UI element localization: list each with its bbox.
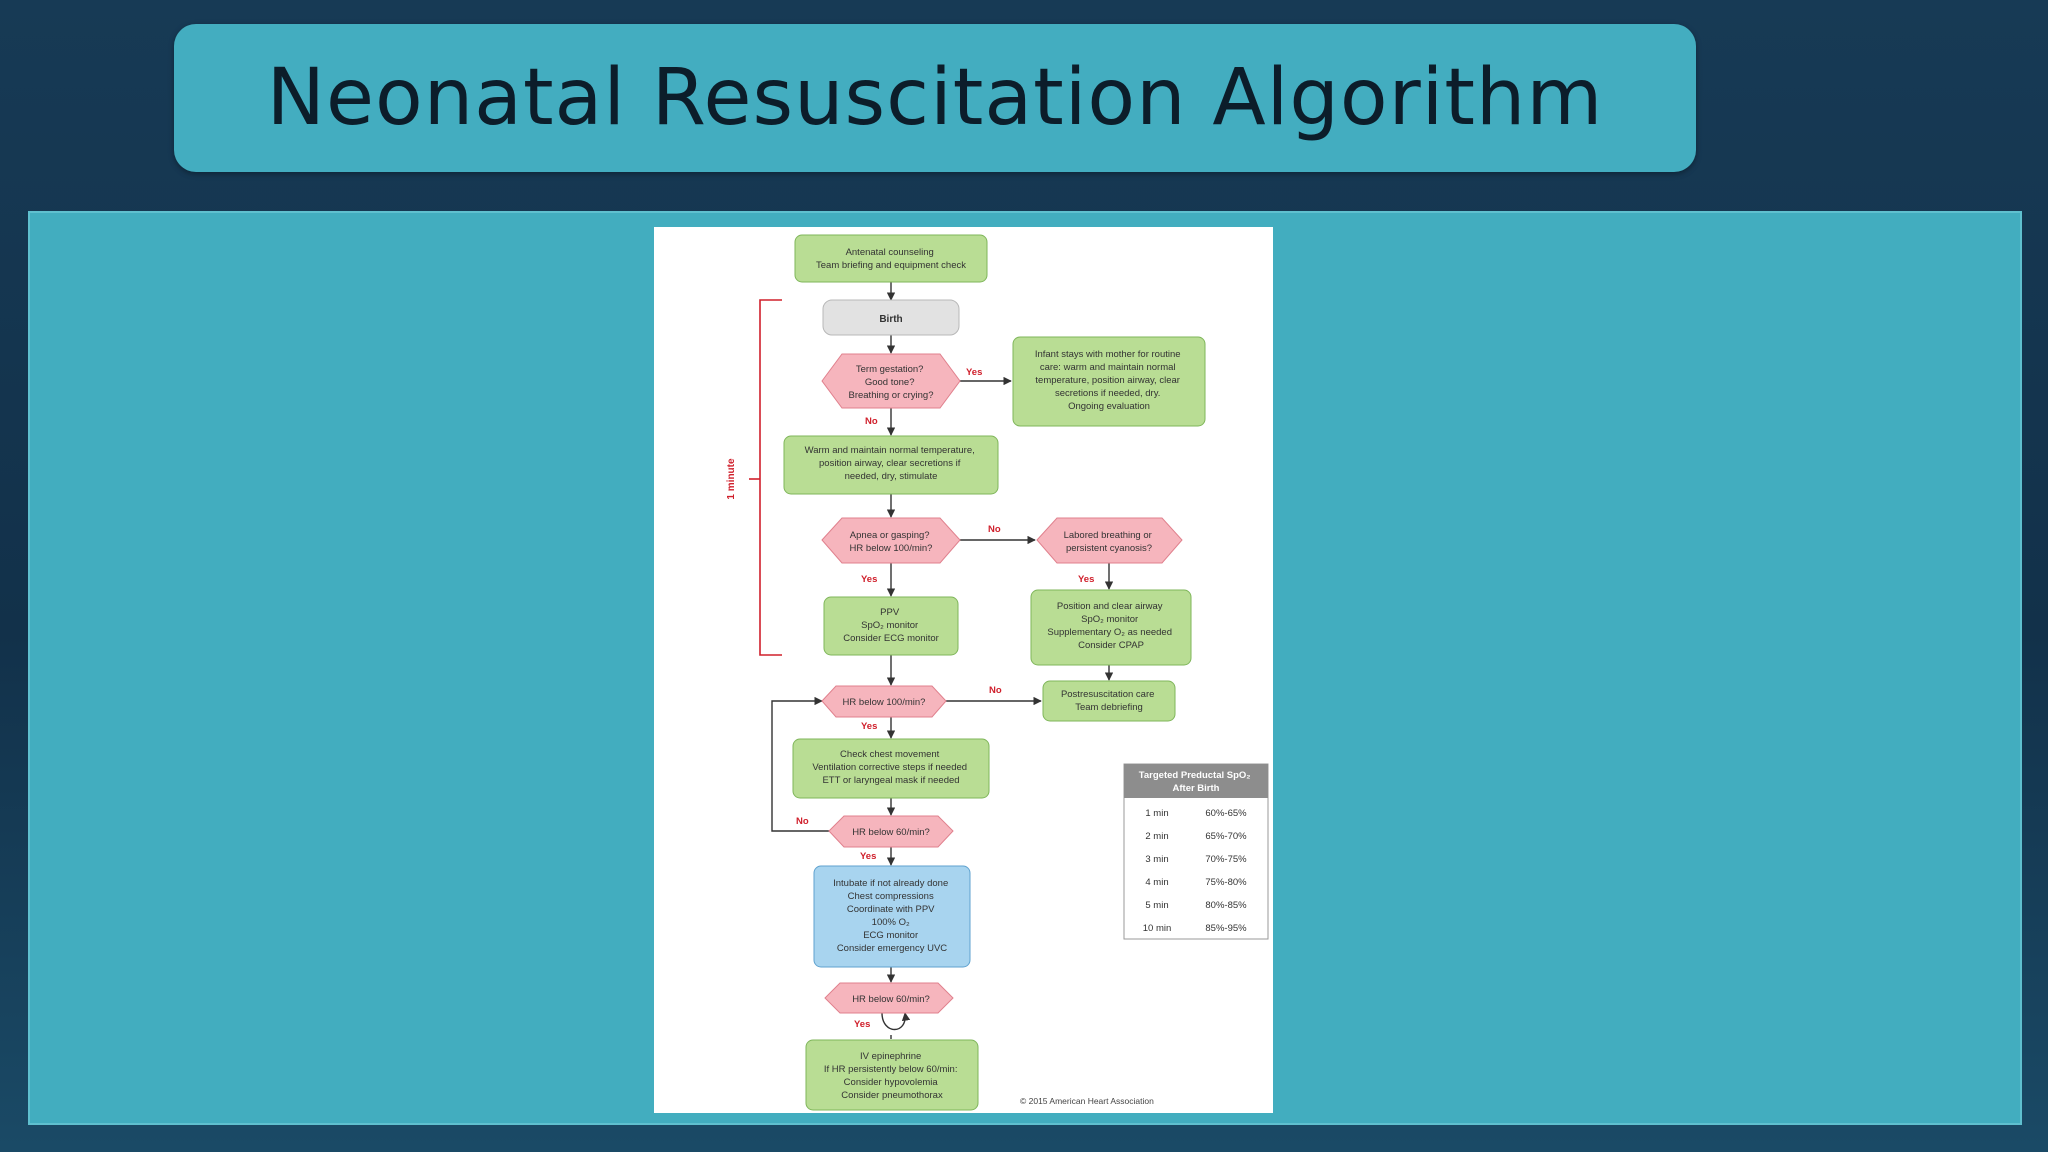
table-row: 3 min 70%-75% <box>1145 854 1247 865</box>
node-text-routine-care: Infant stays with mother for routine car… <box>1035 349 1183 412</box>
one-minute-label: 1 minute <box>726 458 737 500</box>
table-cell: 70%-75% <box>1205 854 1247 865</box>
table-cell: 80%-85% <box>1205 900 1247 911</box>
loop-back-connector <box>771 696 829 832</box>
node-warm: Warm and maintain normal temperature, po… <box>783 435 999 495</box>
decision-labored: Labored breathing or persistent cyanosis… <box>1036 517 1183 564</box>
flowchart: 1 minute Antenatal counseling Team brief… <box>726 234 1269 1111</box>
table-cell: 3 min <box>1145 854 1168 865</box>
yes-label: Yes <box>966 367 982 378</box>
decision-hr60b: HR below 60/min? <box>824 982 954 1014</box>
yes-label: Yes <box>861 721 877 732</box>
node-text-postresus: Postresuscitation care Team debriefing <box>1061 689 1157 713</box>
node-text-term-gestation: Term gestation? Good tone? Breathing or … <box>848 364 933 401</box>
node-text-intubate: Intubate if not already done Chest compr… <box>833 878 951 954</box>
yes-label: Yes <box>860 851 876 862</box>
no-label: No <box>988 524 1001 535</box>
yes-label: Yes <box>861 574 877 585</box>
node-ppv: PPV SpO₂ monitor Consider ECG monitor <box>823 596 959 656</box>
decision-hr100: HR below 100/min? <box>821 685 947 718</box>
node-text-labored: Labored breathing or persistent cyanosis… <box>1064 530 1155 554</box>
table-cell: 65%-70% <box>1205 831 1247 842</box>
node-routine-care: Infant stays with mother for routine car… <box>1012 336 1206 427</box>
node-position: Position and clear airway SpO₂ monitor S… <box>1030 589 1192 666</box>
node-birth: Birth <box>822 299 960 336</box>
node-check-chest: Check chest movement Ventilation correct… <box>792 738 990 799</box>
node-epinephrine: IV epinephrine If HR persistently below … <box>805 1039 979 1111</box>
branch-labels: Yes No No Yes Yes No Yes No Yes Yes <box>796 367 1094 1030</box>
slide-title: Neonatal Resuscitation Algorithm <box>266 53 1604 143</box>
table-cell: 85%-95% <box>1205 923 1247 934</box>
table-row: 5 min 80%-85% <box>1145 900 1247 911</box>
table-cell: 60%-65% <box>1205 808 1247 819</box>
table-cell: 5 min <box>1145 900 1168 911</box>
node-text-birth: Birth <box>879 314 902 325</box>
table-cell: 10 min <box>1143 923 1172 934</box>
node-antenatal: Antenatal counseling Team briefing and e… <box>794 234 988 283</box>
node-text-warm: Warm and maintain normal temperature, po… <box>805 445 978 482</box>
decision-apnea: Apnea or gasping? HR below 100/min? <box>821 517 961 564</box>
table-cell: 2 min <box>1145 831 1168 842</box>
decision-term-gestation: Term gestation? Good tone? Breathing or … <box>821 353 961 409</box>
node-text-hr60a: HR below 60/min? <box>852 827 930 838</box>
spo2-target-table: Targeted Preductal SpO₂ After Birth 1 mi… <box>1123 763 1269 940</box>
table-header: Targeted Preductal SpO₂ After Birth <box>1139 770 1253 794</box>
node-text-hr100: HR below 100/min? <box>843 697 926 708</box>
node-text-epinephrine: IV epinephrine If HR persistently below … <box>824 1051 960 1101</box>
table-row: 2 min 65%-70% <box>1145 831 1247 842</box>
table-row: 4 min 75%-80% <box>1145 877 1247 888</box>
node-postresus: Postresuscitation care Team debriefing <box>1042 680 1176 722</box>
node-text-antenatal: Antenatal counseling Team briefing and e… <box>816 247 966 271</box>
decision-hr60a: HR below 60/min? <box>828 815 954 848</box>
copyright-text: © 2015 American Heart Association <box>1020 1096 1154 1106</box>
yes-label: Yes <box>1078 574 1094 585</box>
table-row: 10 min 85%-95% <box>1143 923 1247 934</box>
loop-arrow <box>881 1012 911 1030</box>
node-intubate: Intubate if not already done Chest compr… <box>813 865 971 968</box>
no-label: No <box>796 816 809 827</box>
node-text-apnea: Apnea or gasping? HR below 100/min? <box>850 530 933 554</box>
node-text-position: Position and clear airway SpO₂ monitor S… <box>1047 601 1174 651</box>
node-text-check-chest: Check chest movement Ventilation correct… <box>812 749 969 786</box>
table-cell: 1 min <box>1145 808 1168 819</box>
title-bar: Neonatal Resuscitation Algorithm <box>174 24 1696 172</box>
algorithm-figure: 1 minute Antenatal counseling Team brief… <box>654 227 1273 1113</box>
no-label: No <box>989 685 1002 696</box>
connectors <box>771 282 1114 1039</box>
table-row: 1 min 60%-65% <box>1145 808 1247 819</box>
no-label: No <box>865 416 878 427</box>
node-text-ppv: PPV SpO₂ monitor Consider ECG monitor <box>843 607 939 644</box>
table-cell: 75%-80% <box>1205 877 1247 888</box>
table-cell: 4 min <box>1145 877 1168 888</box>
one-minute-bracket: 1 minute <box>726 299 782 656</box>
yes-label: Yes <box>854 1019 870 1030</box>
node-text-hr60b: HR below 60/min? <box>852 994 930 1005</box>
